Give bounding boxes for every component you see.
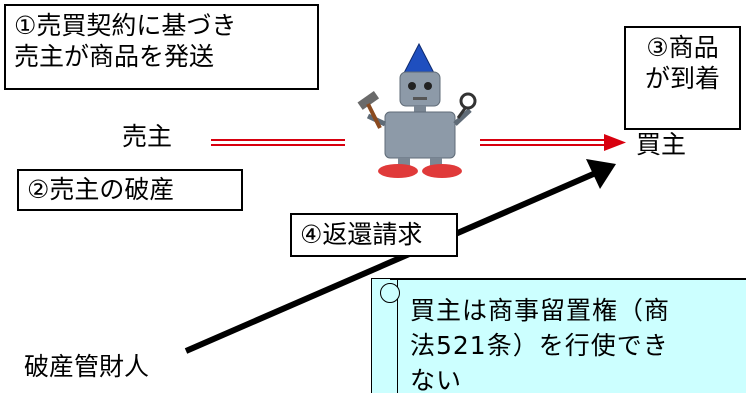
step1-box: ①売買契約に基づき 売主が商品を発送 [4,4,319,90]
robot-icon [366,42,472,178]
buyer-label: 買主 [636,130,687,159]
shipping-line-left [211,139,345,146]
scroll-curl-icon [380,283,400,303]
step3-line2: が到着 [644,64,720,93]
seller-label: 売主 [122,122,173,151]
step3-line1: ③商品 [646,33,719,62]
trustee-label: 破産管財人 [24,352,150,381]
step4-box: ④返還請求 [290,213,458,257]
note-text: 買主は商事留置権（商 法521条）を行使でき ない [410,296,671,393]
step3-box: ③商品 が到着 [624,26,741,130]
claim-arrow [184,159,616,354]
wrench-icon [456,92,477,119]
step1-line1: ①売買契約に基づき [14,11,237,40]
step2-box: ②売主の破産 [17,169,243,211]
step1-line2: 売主が商品を発送 [14,42,215,71]
hammer-icon [357,90,382,129]
scroll-curl [372,279,398,393]
scroll-top-edge [390,279,746,280]
shipping-arrow-right [480,134,626,151]
note-scroll: 買主は商事留置権（商 法521条）を行使でき ない [371,278,746,393]
